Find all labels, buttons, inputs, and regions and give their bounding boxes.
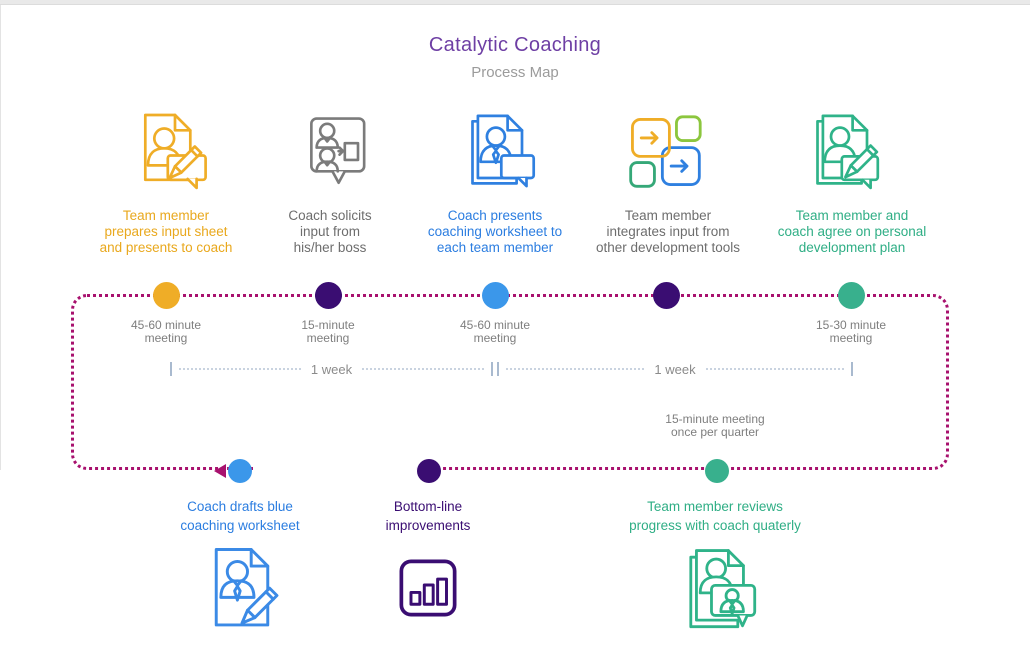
timeline-dot-integrate-input xyxy=(653,282,680,309)
stage-label-agree-plan: Team member and coach agree on personal … xyxy=(777,208,927,255)
meeting-label-2: 15-minute meeting xyxy=(301,318,355,345)
timeline-dot-agree-plan xyxy=(838,282,865,309)
ruler-dashes xyxy=(506,368,645,370)
timeline-loop xyxy=(71,294,949,470)
documents-two-people-bubble-icon xyxy=(689,549,757,629)
ruler-dashes xyxy=(362,368,485,370)
timeline-dot-solicit-input xyxy=(315,282,342,309)
timeline-dot-draft-worksheet xyxy=(228,459,252,483)
quarterly-meeting-note: 15-minute meeting once per quarter xyxy=(665,412,765,439)
timeline-gap xyxy=(253,463,416,478)
stage-label-draft-worksheet: Coach drafts blue coaching worksheet xyxy=(180,499,300,533)
stage-label-integrate-input: Team member integrates input from other … xyxy=(595,208,741,255)
meeting-label-1: 45-60 minute meeting xyxy=(130,318,202,345)
ruler-dashes xyxy=(705,368,845,370)
interval-label: 1 week xyxy=(654,361,696,377)
page-subtitle: Process Map xyxy=(471,64,559,81)
timeline-dot-bottom-line xyxy=(417,459,441,483)
stage-label-quarterly-review: Team member reviews progress with coach … xyxy=(629,499,801,533)
ruler-tick xyxy=(491,362,494,376)
interval-week-1: 1 week xyxy=(170,361,494,377)
stage-label-present-worksheet: Coach presents coaching worksheet to eac… xyxy=(427,208,563,255)
person-document-pencil-bubble-icon xyxy=(143,113,207,190)
ruler-dashes xyxy=(179,368,301,370)
timeline-dot-prepare-input xyxy=(153,282,180,309)
bar-chart-icon xyxy=(399,559,457,617)
timeline-dot-present-worksheet xyxy=(482,282,509,309)
page-title: Catalytic Coaching xyxy=(428,34,602,56)
interval-label: 1 week xyxy=(310,361,353,377)
stage-label-solicit-input: Coach solicits input from his/her boss xyxy=(288,208,372,255)
stage-label-prepare-input: Team member prepares input sheet and pre… xyxy=(99,208,233,255)
flow-direction-arrow-icon xyxy=(214,464,226,478)
documents-person-speech-bubble-icon xyxy=(471,114,536,188)
timeline-dot-quarterly-review xyxy=(705,459,729,483)
window-left-edge xyxy=(0,5,1,470)
documents-person-pencil-icon xyxy=(816,114,880,190)
meeting-label-5: 15-30 minute meeting xyxy=(815,318,887,345)
document-person-pencil-icon xyxy=(214,548,279,627)
meeting-label-3: 45-60 minute meeting xyxy=(459,318,531,345)
interval-week-2: 1 week xyxy=(497,361,854,377)
two-people-speech-bubble-icon xyxy=(310,117,366,185)
ruler-tick xyxy=(851,362,854,376)
ruler-tick xyxy=(497,362,499,376)
ruler-tick xyxy=(170,362,172,376)
stage-label-bottom-line: Bottom-line improvements xyxy=(385,499,471,533)
process-blocks-arrows-icon xyxy=(629,115,702,188)
window-top-edge xyxy=(0,0,1030,5)
